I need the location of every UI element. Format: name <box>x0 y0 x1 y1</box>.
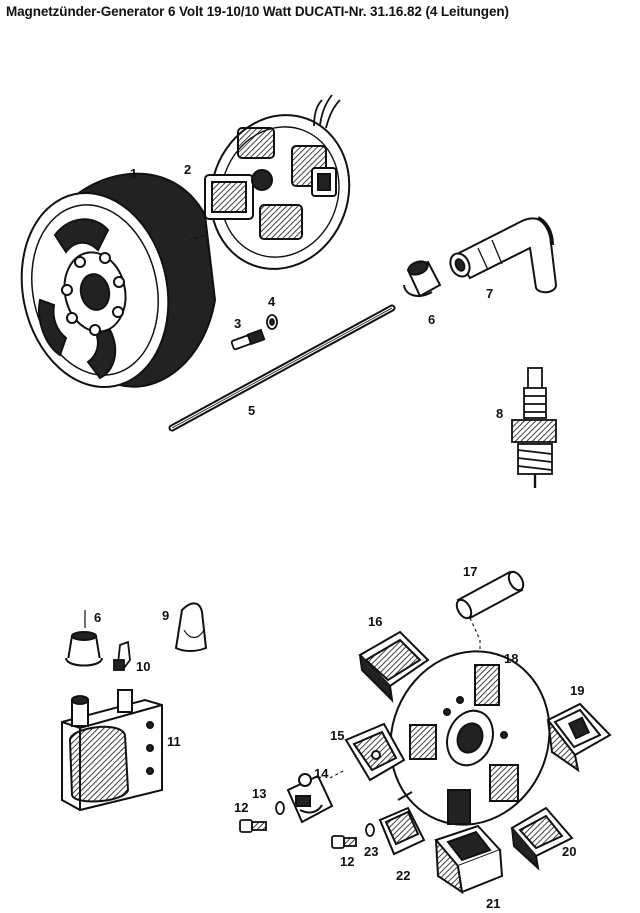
part-18-base-plate <box>389 650 551 826</box>
callout-9: 9 <box>162 608 169 623</box>
callout-12-lower: 12 <box>340 854 354 869</box>
callout-5: 5 <box>248 403 255 418</box>
diagram-title: Magnetzünder-Generator 6 Volt 19-10/10 W… <box>6 4 509 19</box>
part-8-spark-plug <box>511 367 557 488</box>
part-1-flywheel-rotor <box>20 172 217 389</box>
part-11-ignition-coil <box>61 689 163 812</box>
callout-23: 23 <box>364 844 378 859</box>
callout-18: 18 <box>504 651 518 666</box>
callout-20: 20 <box>562 844 576 859</box>
part-6-rubber-cap <box>403 260 442 298</box>
part-4-washer <box>266 314 278 330</box>
part-15-coil <box>344 722 406 782</box>
part-2-stator-plate <box>189 94 351 270</box>
callout-10: 10 <box>136 659 150 674</box>
part-16-coil <box>358 630 430 703</box>
callout-labels: 1 2 3 4 5 6 7 8 6 9 10 11 12 12 13 14 15… <box>94 162 584 911</box>
callout-6-lower: 6 <box>94 610 101 625</box>
part-23-washer <box>365 823 375 837</box>
callout-15: 15 <box>330 728 344 743</box>
callout-4: 4 <box>268 294 276 309</box>
callout-11: 11 <box>167 734 181 749</box>
part-9-rubber-boot <box>174 602 208 652</box>
callout-16: 16 <box>368 614 382 629</box>
callout-22: 22 <box>396 868 410 883</box>
callout-8: 8 <box>496 406 503 421</box>
part-6-rubber-cap-lower <box>65 610 103 667</box>
callout-13: 13 <box>252 786 266 801</box>
callout-21: 21 <box>486 896 500 911</box>
callout-3: 3 <box>234 316 241 331</box>
part-22-condenser-bracket <box>378 791 426 856</box>
part-7-plug-connector <box>449 216 558 294</box>
callout-1: 1 <box>130 166 137 181</box>
part-3-screw <box>230 328 266 351</box>
callout-12: 12 <box>234 800 248 815</box>
callout-14: 14 <box>314 766 329 781</box>
part-12-screw-lower <box>331 835 357 849</box>
callout-19: 19 <box>570 683 584 698</box>
part-19-coil <box>546 702 612 773</box>
part-21-coil <box>434 824 504 895</box>
part-5-ignition-cable <box>168 304 396 432</box>
part-20-coil <box>510 806 574 871</box>
callout-6: 6 <box>428 312 435 327</box>
callout-7: 7 <box>486 286 493 301</box>
part-17-sleeve <box>455 570 525 665</box>
part-13-washer <box>275 801 285 815</box>
part-10-terminal-clip <box>113 640 131 671</box>
callout-17: 17 <box>463 564 477 579</box>
callout-2: 2 <box>184 162 191 177</box>
part-12-screw <box>239 819 267 833</box>
part-14-contact-breaker <box>286 769 346 824</box>
